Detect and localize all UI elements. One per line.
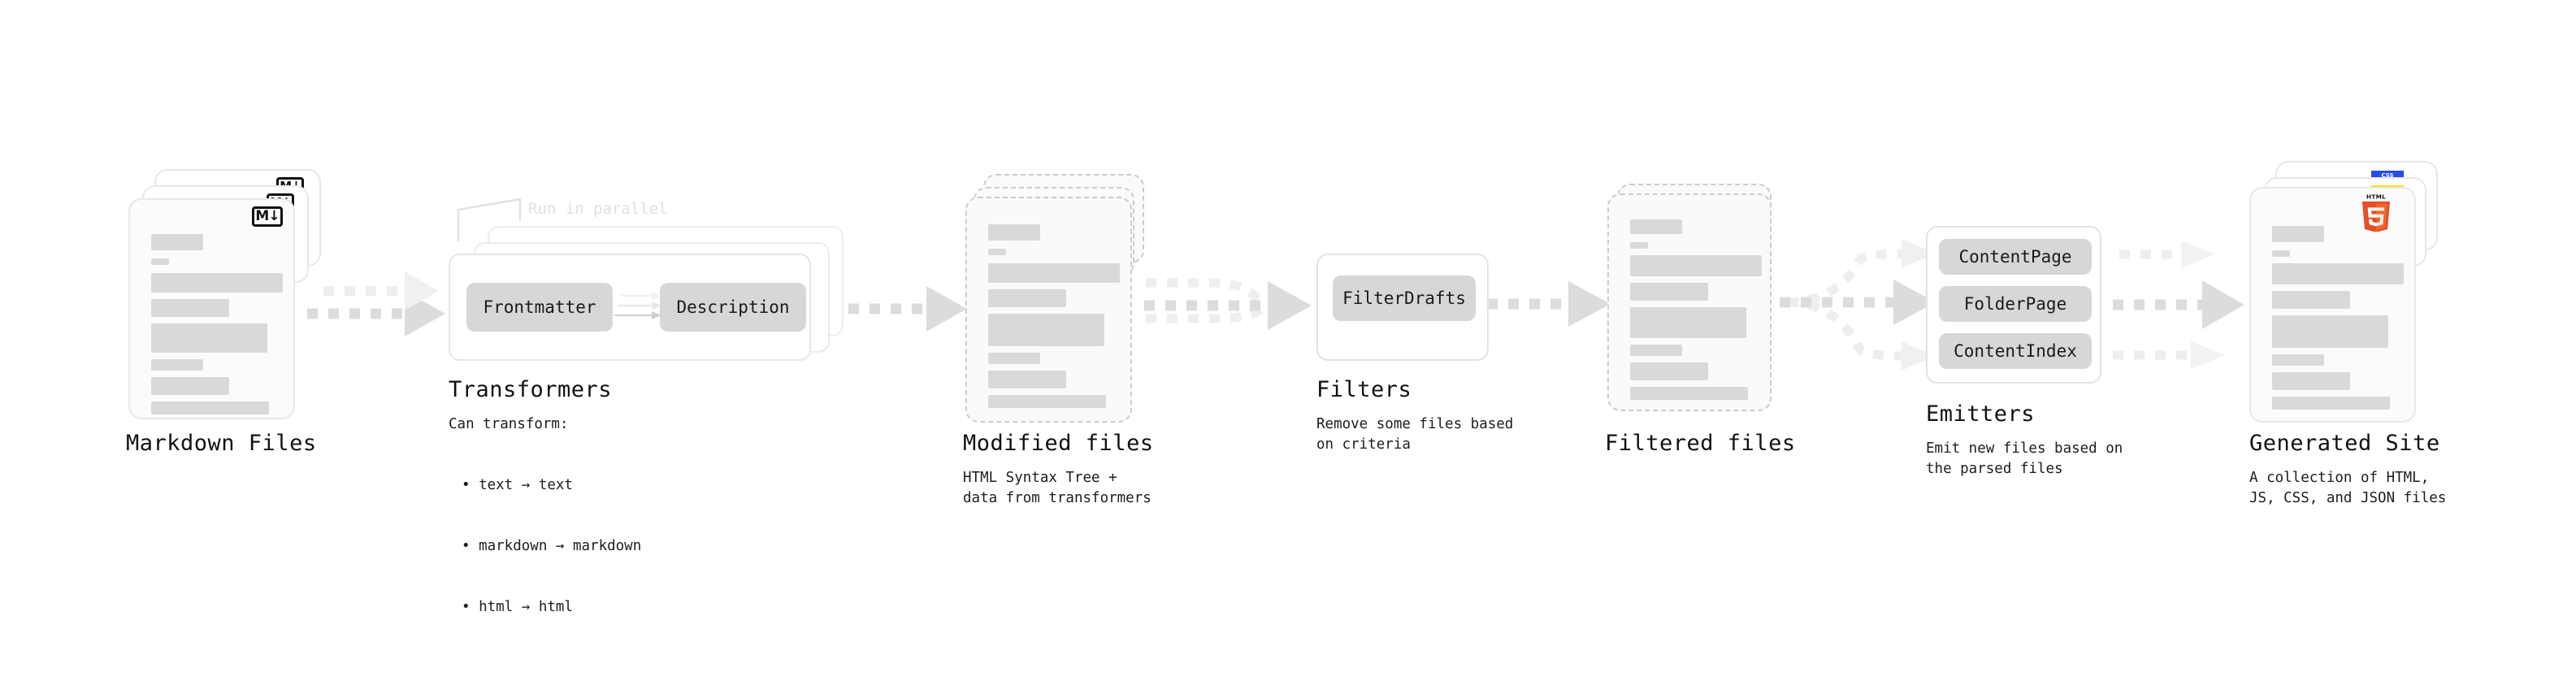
skeleton-line <box>2272 250 2290 257</box>
skeleton-line <box>988 371 1066 388</box>
emitter-node-contentpage[interactable]: ContentPage <box>1939 239 2092 275</box>
skeleton-line <box>151 401 269 414</box>
transformers-card-front: Frontmatter Description <box>449 254 811 361</box>
stage-title-filters: Filters <box>1316 377 1412 402</box>
emitter-node-contentindex[interactable]: ContentIndex <box>1939 333 2092 369</box>
arrow-emitters-to-site <box>2113 241 2244 369</box>
skeleton-line <box>1630 387 1748 400</box>
skeleton-line <box>151 273 283 293</box>
markdown-icon: M↓ <box>252 206 283 227</box>
emitters-card: ContentPage FolderPage ContentIndex <box>1926 226 2101 384</box>
skeleton-line <box>988 249 1006 255</box>
arrow-modified-to-filters <box>1144 278 1312 330</box>
skeleton-line <box>1630 362 1708 380</box>
skeleton-line <box>151 359 203 371</box>
skeleton-line <box>2272 226 2324 242</box>
skeleton-line <box>1630 307 1746 338</box>
html5-icon: HTML <box>2361 193 2391 232</box>
run-in-parallel-bracket <box>457 197 522 241</box>
svg-text:HTML: HTML <box>2366 193 2386 201</box>
stage-title-filtered-files: Filtered files <box>1605 431 1796 456</box>
transformers-bullet-1: • markdown → markdown <box>462 538 642 554</box>
transformer-node-description[interactable]: Description <box>660 283 806 332</box>
filters-subtitle: Remove some files based on criteria <box>1316 416 1514 453</box>
skeleton-line <box>988 289 1066 307</box>
arrow-filters-to-filtered <box>1487 281 1611 327</box>
arrow-filtered-to-emitters <box>1780 239 1936 371</box>
stage-title-generated-site: Generated Site <box>2249 431 2440 456</box>
modified-files-subtitle: HTML Syntax Tree + data from transformer… <box>963 470 1151 506</box>
site-card-front <box>2249 187 2416 423</box>
stage-title-emitters: Emitters <box>1926 401 2036 427</box>
stage-title-modified-files: Modified files <box>963 431 1154 456</box>
transformers-bullet-0: • text → text <box>462 477 573 493</box>
skeleton-line <box>2272 263 2404 284</box>
skeleton-line <box>1630 219 1682 234</box>
transformers-bullet-2: • html → html <box>462 599 573 615</box>
stage-title-markdown-files: Markdown Files <box>126 431 317 456</box>
skeleton-line <box>151 323 267 353</box>
skeleton-line <box>1630 283 1708 301</box>
transformer-node-frontmatter[interactable]: Frontmatter <box>466 283 613 332</box>
skeleton-line <box>2272 372 2350 390</box>
skeleton-line <box>2272 397 2390 410</box>
skeleton-line <box>2272 354 2324 366</box>
skeleton-line <box>988 224 1040 241</box>
filtered-card-front <box>1607 193 1772 411</box>
skeleton-line <box>151 234 203 250</box>
skeleton-line <box>151 377 229 395</box>
arrow-markdown-to-transformers <box>307 271 445 336</box>
skeleton-line <box>988 263 1120 283</box>
modified-card-front <box>965 197 1132 423</box>
filter-node-filterdrafts[interactable]: FilterDrafts <box>1333 275 1476 321</box>
skeleton-line <box>2272 291 2350 309</box>
filters-card: FilterDrafts <box>1316 254 1489 361</box>
skeleton-line <box>151 299 229 317</box>
skeleton-line <box>988 314 1104 346</box>
skeleton-line <box>1630 242 1648 249</box>
arrow-transformers-to-modified <box>827 286 967 332</box>
markdown-card-front <box>128 198 295 419</box>
skeleton-line <box>1630 255 1762 276</box>
skeleton-line <box>988 395 1106 408</box>
transformer-inner-arrow <box>614 292 661 319</box>
transformers-subtitle: Can transform: <box>449 416 569 432</box>
skeleton-line <box>2272 315 2388 348</box>
run-in-parallel-note: Run in parallel <box>528 200 668 218</box>
skeleton-line <box>988 353 1040 364</box>
stage-title-transformers: Transformers <box>449 377 613 402</box>
emitters-subtitle: Emit new files based on the parsed files <box>1926 440 2123 477</box>
skeleton-line <box>151 258 169 265</box>
skeleton-line <box>1630 345 1682 356</box>
emitter-node-folderpage[interactable]: FolderPage <box>1939 286 2092 322</box>
transformers-bullets: • text → text • markdown → markdown • ht… <box>462 435 641 658</box>
generated-site-subtitle: A collection of HTML, JS, CSS, and JSON … <box>2249 470 2447 506</box>
